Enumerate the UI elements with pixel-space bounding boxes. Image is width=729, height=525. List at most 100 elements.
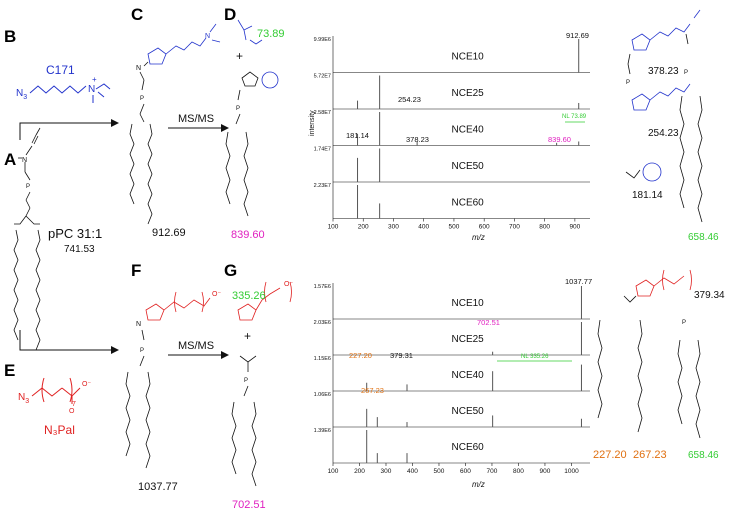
- x-tick-label: 900: [569, 224, 580, 231]
- x-tick-label: 800: [513, 468, 524, 475]
- fragment-top-378: 378.23: [648, 66, 679, 77]
- top-spectra-xlabel: m/z: [472, 233, 485, 242]
- nce-label: NCE10: [452, 51, 485, 62]
- nce-label: NCE10: [452, 298, 485, 309]
- d-plus: +: [236, 49, 243, 63]
- x-tick-label: 100: [328, 224, 339, 231]
- peak-label-p267: 267.23: [361, 386, 384, 395]
- peak-label-nl: NL 73.89: [562, 114, 587, 120]
- spectrum-scale-label: 1.57E6: [314, 284, 331, 290]
- fragment-top-658: 658.46: [688, 232, 719, 243]
- n3pal-reagent: N3 7 O O⁻: [18, 377, 91, 415]
- svg-text:N: N: [136, 321, 141, 328]
- product-f-mass: 1037.77: [138, 481, 178, 493]
- spectrum-scale-label: 1.15E6: [314, 356, 331, 362]
- panel-label-e: E: [4, 361, 15, 380]
- n3pal-n3-text: N: [18, 392, 25, 403]
- svg-text:N: N: [22, 157, 27, 164]
- svg-text:P: P: [684, 70, 688, 76]
- x-tick-label: 900: [540, 468, 551, 475]
- substrate-structure: N P: [13, 127, 41, 351]
- svg-text:N: N: [205, 33, 210, 40]
- x-tick-label: 600: [479, 224, 490, 231]
- x-tick-label: 500: [449, 224, 460, 231]
- x-tick-label: 700: [509, 224, 520, 231]
- bottom-spectra-xlabel: m/z: [472, 480, 485, 489]
- nce-label: NCE60: [452, 442, 485, 453]
- svg-text:N: N: [136, 65, 141, 72]
- peak-label-p702: 702.51: [477, 318, 500, 327]
- svg-text:P: P: [626, 80, 630, 86]
- msms-label-bottom: MS/MS: [178, 340, 214, 352]
- spectrum-scale-label: 9.99E6: [314, 37, 331, 43]
- peak-label-p254: 254.23: [398, 95, 421, 104]
- peak-label-p912: 912.69: [566, 31, 589, 40]
- svg-text:P: P: [682, 320, 686, 326]
- spectrum-scale-label: 2.03E6: [314, 320, 331, 326]
- fragments-bottom-structures: P: [597, 269, 701, 439]
- panel-label-d: D: [224, 5, 236, 24]
- svg-text:O⁻: O⁻: [82, 381, 91, 388]
- x-tick-label: 700: [487, 468, 498, 475]
- g-neutral-loss: 335.26: [232, 290, 266, 302]
- top-spectra-ylabel: intensity: [309, 110, 316, 136]
- x-tick-label: 600: [460, 468, 471, 475]
- c171-name: C171: [46, 63, 75, 77]
- spectrum-scale-label: 1.74E7: [314, 147, 331, 153]
- n3pal-name: N₃Pal: [44, 423, 75, 437]
- x-tick-label: 400: [418, 224, 429, 231]
- n3pal-n3-sub: 3: [25, 398, 29, 405]
- fragment-top-254: 254.23: [648, 128, 679, 139]
- spectrum-scale-label: 5.72E7: [314, 74, 331, 80]
- peak-label-nl: NL 335.26: [521, 354, 549, 360]
- peak-label-p378: 378.23: [406, 135, 429, 144]
- x-tick-label: 200: [358, 224, 369, 231]
- peak-label-p181: 181.14: [346, 131, 369, 140]
- panel-label-f: F: [131, 261, 141, 280]
- reaction-arrows: [19, 119, 119, 354]
- svg-text:P: P: [140, 96, 144, 102]
- n3pal-repeat: 7: [72, 401, 76, 408]
- product-f-structure: O⁻ N P: [125, 291, 221, 469]
- fragments-top-structures: P P: [625, 9, 703, 223]
- c171-reagent: C171 N3 N +: [16, 63, 111, 103]
- svg-text:P: P: [140, 348, 144, 354]
- nce-label: NCE40: [452, 370, 485, 381]
- product-c-structure: N N P: [129, 23, 221, 225]
- product-c-mass: 912.69: [152, 227, 186, 239]
- svg-text:O⁻: O⁻: [212, 291, 221, 298]
- msms-arrows: [168, 124, 229, 359]
- x-tick-label: 500: [434, 468, 445, 475]
- d-neutral-loss: 73.89: [257, 28, 285, 40]
- fragment-bottom-379: 379.34: [694, 290, 725, 301]
- svg-text:+: +: [92, 75, 97, 84]
- spectrum-scale-label: 2.23E7: [314, 183, 331, 189]
- c171-n3-sub: 3: [23, 94, 27, 101]
- nce-label: NCE60: [452, 197, 485, 208]
- x-tick-label: 200: [354, 468, 365, 475]
- spectrum-scale-label: 2.58E7: [314, 110, 331, 116]
- panel-label-g: G: [224, 261, 237, 280]
- g-fragment: 702.51: [232, 499, 266, 511]
- nce-label: NCE50: [452, 406, 485, 417]
- nce-label: NCE25: [452, 88, 485, 99]
- x-tick-label: 400: [407, 468, 418, 475]
- x-tick-label: 300: [388, 224, 399, 231]
- svg-text:P: P: [244, 378, 248, 384]
- top-spectra: 9.99E6NCE105.72E7NCE252.58E7NCE401.74E7N…: [314, 31, 590, 231]
- x-tick-label: 100: [328, 468, 339, 475]
- nce-label: NCE25: [452, 334, 485, 345]
- svg-text:O⁻: O⁻: [284, 281, 293, 288]
- svg-text:P: P: [26, 184, 30, 190]
- product-d-structures: P: [225, 19, 279, 217]
- svg-text:P: P: [236, 106, 240, 112]
- d-fragment: 839.60: [231, 229, 265, 241]
- x-tick-label: 800: [539, 224, 550, 231]
- msms-label-top: MS/MS: [178, 113, 214, 125]
- nce-label: NCE40: [452, 124, 485, 135]
- x-tick-label: 1000: [564, 468, 579, 475]
- product-g-structures: O⁻ P: [231, 281, 293, 487]
- peak-label-p227: 227.20: [349, 351, 372, 360]
- spectrum-scale-label: 1.06E6: [314, 392, 331, 398]
- svg-text:N: N: [88, 84, 95, 95]
